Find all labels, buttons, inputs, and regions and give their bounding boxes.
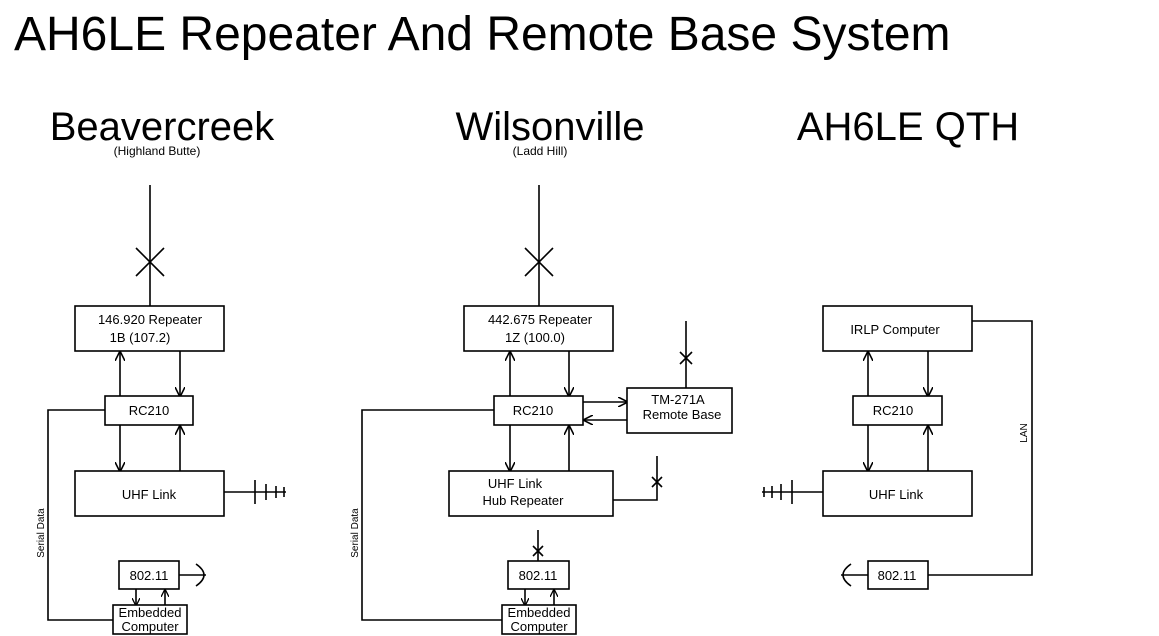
wifi-antenna-icon xyxy=(532,530,544,561)
yagi-antenna-icon xyxy=(224,480,286,504)
serial-data-label: Serial Data xyxy=(350,508,361,558)
wifi-label: 802.11 xyxy=(519,568,558,583)
vertical-antenna-icon xyxy=(524,185,554,306)
uhf-hub-repeater-box xyxy=(448,470,614,517)
uhf-link-box xyxy=(822,470,973,517)
repeater-label-line2: 1B (107.2) xyxy=(110,330,171,345)
embedded-computer-box xyxy=(112,604,188,635)
wifi-802-11-box xyxy=(507,560,570,590)
computer-label-line1: Embedded xyxy=(508,605,571,620)
wifi-802-11-box xyxy=(867,560,929,590)
irlp-computer-box xyxy=(822,305,973,352)
dish-antenna-icon xyxy=(841,563,868,587)
site-sub-beavercreek: (Highland Butte) xyxy=(114,144,201,158)
rc210-label: RC210 xyxy=(513,403,553,418)
yagi-antenna-icon xyxy=(762,480,823,504)
uhf-link-box xyxy=(74,470,225,517)
site-name-wilsonville: Wilsonville xyxy=(456,105,645,149)
rc210-label: RC210 xyxy=(873,403,913,418)
remote-base-label-line2: Remote Base xyxy=(643,407,722,422)
computer-label-line2: Computer xyxy=(510,619,568,634)
repeater-box xyxy=(463,305,614,352)
hub-antenna-icon xyxy=(613,456,663,501)
uhf-link-label: UHF Link xyxy=(122,487,177,502)
site-name-beavercreek: Beavercreek xyxy=(50,105,276,149)
repeater-label-line1: 442.675 Repeater xyxy=(488,312,593,327)
site-sub-wilsonville: (Ladd Hill) xyxy=(513,144,568,158)
computer-label-line1: Embedded xyxy=(119,605,182,620)
wifi-label: 802.11 xyxy=(878,568,917,583)
rc210-box xyxy=(493,395,584,426)
computer-label-line2: Computer xyxy=(121,619,179,634)
repeater-box xyxy=(74,305,225,352)
repeater-label-line1: 146.920 Repeater xyxy=(98,312,203,327)
page-title: AH6LE Repeater And Remote Base System xyxy=(14,8,951,61)
site-wilsonville: Wilsonville (Ladd Hill) 442.675 Repeater… xyxy=(350,105,733,635)
rc210-label: RC210 xyxy=(129,403,169,418)
remote-base-antenna-icon xyxy=(679,321,693,388)
vertical-antenna-icon xyxy=(135,185,165,306)
irlp-label: IRLP Computer xyxy=(850,322,940,337)
wifi-label: 802.11 xyxy=(130,568,169,583)
rc210-box xyxy=(852,395,943,426)
dish-antenna-icon xyxy=(179,563,206,587)
site-beavercreek: Beavercreek (Highland Butte) 146.920 Rep… xyxy=(36,105,286,635)
embedded-computer-box xyxy=(501,604,577,635)
uhf-link-label: UHF Link xyxy=(869,487,924,502)
repeater-label-line2: 1Z (100.0) xyxy=(505,330,565,345)
wifi-802-11-box xyxy=(118,560,180,590)
remote-base-label-line1: TM-271A xyxy=(651,392,705,407)
site-name-qth: AH6LE QTH xyxy=(797,105,1019,149)
serial-data-label: Serial Data xyxy=(36,508,47,558)
lan-label: LAN xyxy=(1019,423,1030,442)
remote-base-box xyxy=(626,387,733,434)
site-qth: AH6LE QTH IRLP Computer RC210 UHF Link L… xyxy=(762,105,1033,590)
uhf-link-label-line1: UHF Link xyxy=(488,476,543,491)
uhf-link-label-line2: Hub Repeater xyxy=(483,493,565,508)
